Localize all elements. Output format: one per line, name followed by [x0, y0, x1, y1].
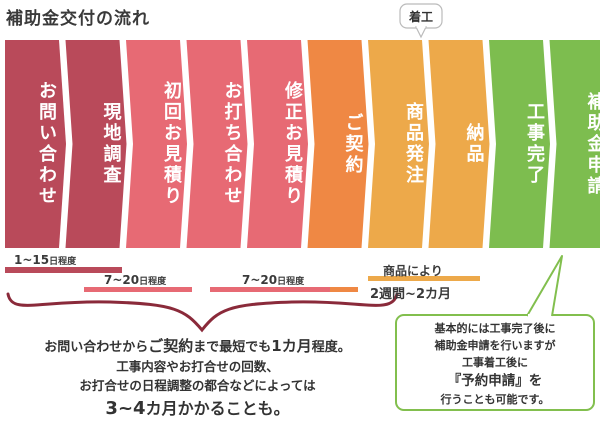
summary-text-months: 3~4 [105, 398, 146, 419]
step-chevron [126, 40, 187, 248]
duration-label-inquiry: 1~15日程度 [14, 253, 76, 267]
summary-brace [6, 292, 399, 333]
step-label: 修正お見積り [282, 81, 303, 207]
duration-label-first-estimate: 7~20日程度 [104, 273, 166, 287]
summary-text-a: お問い合わせから [44, 340, 149, 355]
duration-bar-contract [330, 287, 358, 292]
summary-line-2: 工事内容やお打合せの回数、 [116, 359, 279, 374]
duration-label-order-line2: 2週間~2カ月 [370, 287, 451, 302]
step-label: お打ち合わせ [221, 81, 243, 207]
summary-text-c: まで最短でも [193, 340, 272, 355]
callout-text: 基本的には工事完了後に 補助金申請を行いますが 工事着工後に 『予約申請』を 行… [398, 320, 592, 408]
step-chevron [489, 40, 550, 248]
summary-text-tail: カ月かかることも。 [145, 399, 290, 418]
page-title: 補助金交付の流れ [6, 9, 150, 29]
summary-text: お問い合わせからご契約まで最短でも1カ月程度。 工事内容やお打合せの回数、 お打… [0, 337, 395, 422]
duration-unit: 日程度 [139, 277, 167, 287]
reservation-callout [395, 255, 595, 411]
summary-text-b: ご契約 [148, 337, 194, 355]
duration-bar-first-estimate [84, 287, 192, 292]
step-chevron [186, 40, 248, 248]
duration-range: 7~20 [104, 273, 140, 287]
summary-line-3: お打合せの日程調整の都合などによっては [79, 378, 316, 393]
step-label: 商品発注 [403, 102, 424, 186]
duration-unit: 日程度 [277, 277, 305, 287]
duration-bars [5, 267, 480, 292]
summary-line-4: 3~4カ月かかることも。 [0, 396, 395, 422]
step-label: 納品 [463, 123, 485, 165]
callout-line-5: 行うことも可能です。 [440, 393, 550, 406]
callout-line-1: 基本的には工事完了後に [434, 322, 556, 335]
duration-bar-revised-estimate [210, 287, 330, 292]
step-label: 現地調査 [100, 102, 122, 186]
step-chevron [368, 40, 429, 248]
step-chevron [5, 40, 66, 248]
construction-start-tag [399, 3, 443, 39]
step-chevron [65, 40, 127, 248]
step-chevron [428, 40, 490, 248]
duration-unit: 日程度 [49, 257, 77, 267]
callout-line-4: 『予約申請』を [447, 373, 543, 389]
step-label: ご契約 [342, 112, 364, 176]
callout-line-2: 補助金申請を行いますが [434, 339, 556, 352]
step-label: 補助金申請 [584, 91, 600, 197]
callout-line-3: 工事着工後に [462, 356, 528, 369]
duration-label-revised-estimate: 7~20日程度 [242, 273, 304, 287]
step-chevrons [5, 40, 600, 248]
step-chevron [247, 40, 308, 248]
step-chevron [549, 40, 600, 248]
duration-bar-order [368, 276, 480, 281]
duration-label-order-line1: 商品により [383, 264, 443, 278]
step-label: 初回お見積り [161, 81, 182, 207]
duration-range: 1~15 [14, 253, 50, 267]
construction-start-text: 着工 [408, 10, 433, 24]
summary-text-d: 1カ月 [271, 337, 312, 355]
step-label: お問い合わせ [36, 81, 57, 207]
duration-bar-inquiry [5, 267, 122, 273]
summary-text-e: 程度。 [311, 340, 351, 355]
duration-range: 7~20 [242, 273, 278, 287]
step-label: 工事完了 [524, 102, 545, 186]
step-chevron [307, 40, 369, 248]
summary-line-1: お問い合わせからご契約まで最短でも1カ月程度。 [0, 337, 395, 357]
